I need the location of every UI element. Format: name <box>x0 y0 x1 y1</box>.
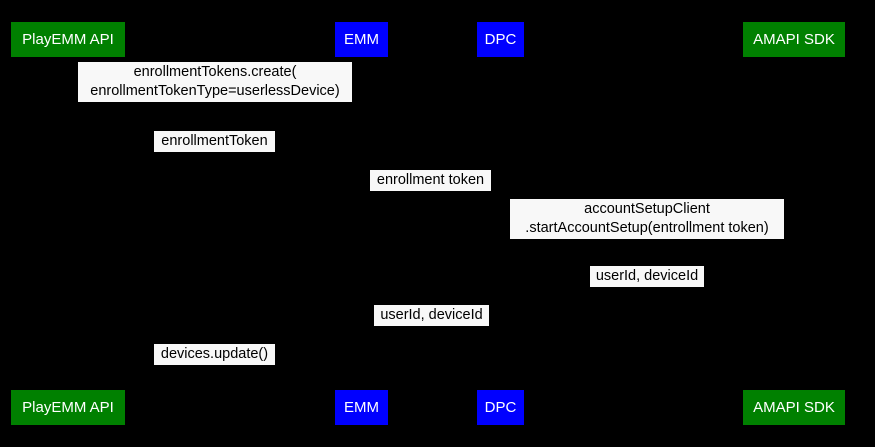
message-label-userid-deviceid-sdk-to-dpc: userId, deviceId <box>590 266 704 287</box>
participant-label: DPC <box>484 31 517 48</box>
participant-top-emm[interactable]: EMM <box>335 22 388 57</box>
message-line-6 <box>361 326 500 327</box>
message-label-userid-deviceid-dpc-to-emm: userId, deviceId <box>374 305 489 326</box>
message-label-enrollment-token-response: enrollmentToken <box>154 131 275 152</box>
message-line-7 <box>67 365 361 366</box>
message-line-5 <box>500 287 793 288</box>
message-line-text: .startAccountSetup(entrollment token) <box>525 220 769 236</box>
participant-bottom-dpc[interactable]: DPC <box>477 390 524 425</box>
message-line-text: enrollmentTokens.create( <box>133 64 297 80</box>
message-label-account-setup-client: accountSetupClient .startAccountSetup(en… <box>510 199 784 239</box>
participant-label: PlayEMM API <box>22 31 114 48</box>
message-line-text: devices.update() <box>160 346 269 362</box>
message-line-text: accountSetupClient <box>584 201 710 217</box>
participant-label: EMM <box>344 399 379 416</box>
lifeline-dpc <box>500 57 501 390</box>
lifeline-playemm-api <box>67 57 68 390</box>
participant-bottom-emm[interactable]: EMM <box>335 390 388 425</box>
message-line-text: enrollmentToken <box>161 133 268 149</box>
message-line-text: enrollmentTokenType=userlessDevice) <box>90 83 340 99</box>
message-line-text: userId, deviceId <box>380 307 483 323</box>
participant-bottom-amapi-sdk[interactable]: AMAPI SDK <box>743 390 845 425</box>
participant-bottom-playemm-api[interactable]: PlayEMM API <box>11 390 125 425</box>
participant-label: AMAPI SDK <box>753 31 835 48</box>
participant-label: AMAPI SDK <box>753 399 835 416</box>
participant-label: DPC <box>484 399 517 416</box>
message-line-4 <box>500 240 793 241</box>
participant-label: EMM <box>344 31 379 48</box>
message-label-enrollment-token: enrollment token <box>370 170 491 191</box>
lifeline-emm <box>361 57 362 390</box>
participant-label: PlayEMM API <box>22 399 114 416</box>
message-label-devices-update: devices.update() <box>154 344 275 365</box>
message-label-enrollment-tokens-create: enrollmentTokens.create( enrollmentToken… <box>78 62 352 102</box>
message-line-text: enrollment token <box>376 172 485 188</box>
participant-top-playemm-api[interactable]: PlayEMM API <box>11 22 125 57</box>
message-line-2 <box>67 152 361 153</box>
message-line-3 <box>361 191 500 192</box>
participant-top-dpc[interactable]: DPC <box>477 22 524 57</box>
lifeline-amapi-sdk <box>793 57 794 390</box>
message-line-text: userId, deviceId <box>595 268 699 284</box>
participant-top-amapi-sdk[interactable]: AMAPI SDK <box>743 22 845 57</box>
